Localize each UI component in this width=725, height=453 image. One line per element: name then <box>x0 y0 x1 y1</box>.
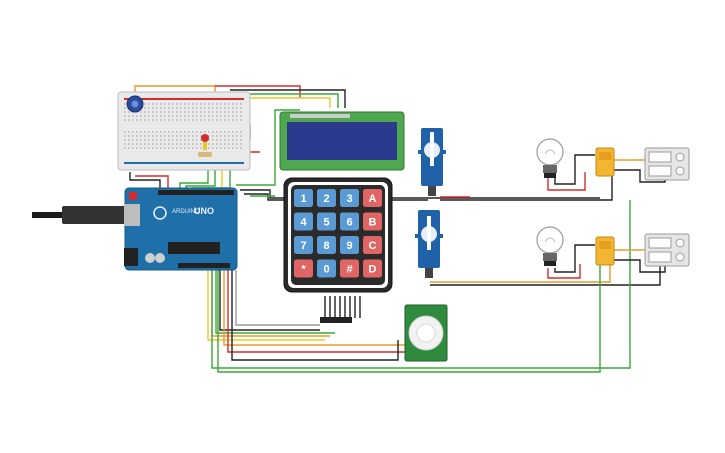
svg-text:0: 0 <box>323 264 329 276</box>
power-outlet-1[interactable] <box>644 147 690 181</box>
svg-text:9: 9 <box>346 240 352 252</box>
analog-header <box>178 263 230 268</box>
svg-text:6: 6 <box>346 217 352 229</box>
svg-text:A: A <box>369 193 377 205</box>
arduino-uno[interactable]: ARDUINO UNO <box>32 187 238 271</box>
svg-text:C: C <box>369 240 377 252</box>
potentiometer[interactable] <box>126 95 144 113</box>
svg-text:1: 1 <box>300 193 306 205</box>
breadboard[interactable] <box>117 91 251 171</box>
svg-text:3: 3 <box>346 193 352 205</box>
svg-text:2: 2 <box>323 193 329 205</box>
power-outlet-2[interactable] <box>644 233 690 267</box>
arduino-brand: ARDUINO <box>172 209 200 215</box>
servo-1[interactable] <box>418 128 446 196</box>
lightbulb-2[interactable] <box>536 226 564 266</box>
keypad[interactable]: 1 2 3 A 4 5 6 B 7 8 9 C * 0 # D <box>283 177 393 323</box>
svg-text:5: 5 <box>323 217 329 229</box>
svg-text:B: B <box>369 217 377 229</box>
keypad-key-2[interactable]: 2 <box>317 189 336 207</box>
breadboard-holes <box>124 98 244 164</box>
reset-button[interactable] <box>129 192 137 200</box>
svg-text:*: * <box>301 264 306 276</box>
led <box>201 134 209 150</box>
power-jack <box>124 248 138 266</box>
keypad-key-hash[interactable]: # <box>340 259 359 278</box>
svg-text:D: D <box>369 264 377 276</box>
keypad-connector <box>320 317 352 323</box>
keypad-key-d[interactable]: D <box>363 259 382 278</box>
keypad-key-6[interactable]: 6 <box>340 212 359 231</box>
capacitor <box>155 253 165 263</box>
microcontroller-chip <box>168 242 220 254</box>
svg-text:8: 8 <box>323 240 329 252</box>
arduino-model: UNO <box>194 206 214 216</box>
relay-1[interactable] <box>595 147 615 177</box>
digital-header <box>158 190 234 195</box>
keypad-key-0[interactable]: 0 <box>317 259 336 278</box>
keypad-key-star[interactable]: * <box>294 259 313 278</box>
keypad-key-1[interactable]: 1 <box>294 189 313 207</box>
usb-plug <box>62 206 132 224</box>
lightbulb-1[interactable] <box>536 138 564 178</box>
keypad-key-c[interactable]: C <box>363 236 382 254</box>
keypad-key-b[interactable]: B <box>363 212 382 231</box>
svg-text:4: 4 <box>300 217 307 229</box>
svg-text:7: 7 <box>300 240 306 252</box>
svg-text:#: # <box>346 264 352 276</box>
keypad-key-a[interactable]: A <box>363 189 382 207</box>
usb-port <box>124 204 140 226</box>
keypad-key-5[interactable]: 5 <box>317 212 336 231</box>
keypad-key-3[interactable]: 3 <box>340 189 359 207</box>
keypad-key-8[interactable]: 8 <box>317 236 336 254</box>
servo-2[interactable] <box>415 210 443 278</box>
keypad-key-4[interactable]: 4 <box>294 212 313 231</box>
resistor <box>198 152 212 157</box>
lcd-display[interactable] <box>279 111 405 171</box>
keypad-key-7[interactable]: 7 <box>294 236 313 254</box>
relay-2[interactable] <box>595 236 615 266</box>
keypad-key-9[interactable]: 9 <box>340 236 359 254</box>
usb-cable <box>32 212 62 218</box>
lcd-pin-header <box>290 114 350 118</box>
capacitor <box>145 253 155 263</box>
pir-sensor[interactable] <box>404 304 448 362</box>
arduino-logo <box>153 206 167 220</box>
keypad-keys: 1 2 3 A 4 5 6 B 7 8 9 C * 0 # D <box>294 189 382 278</box>
